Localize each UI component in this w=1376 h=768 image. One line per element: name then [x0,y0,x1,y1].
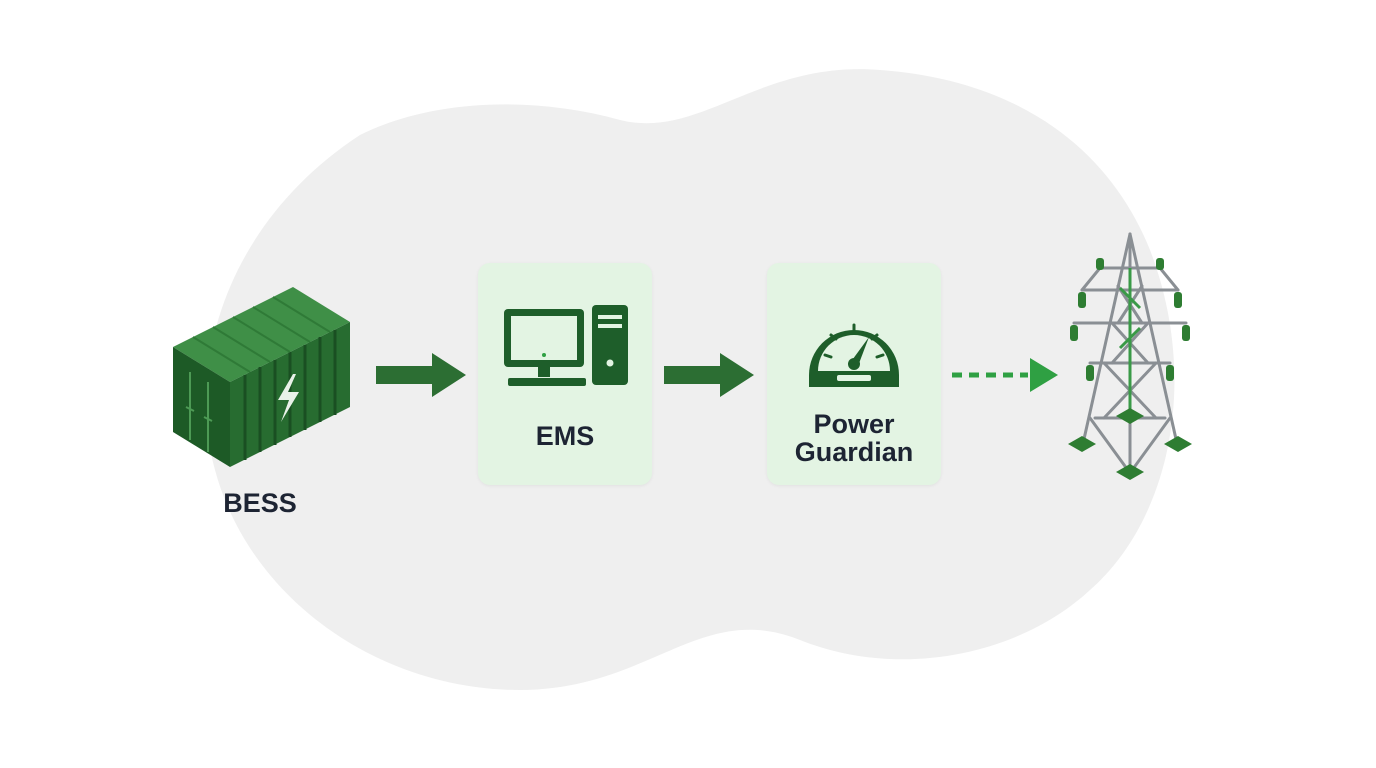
computer-icon [504,305,628,386]
power-guardian-label-line2: Guardian [794,437,914,467]
arrow-bess-to-ems [376,353,466,397]
ems-node: EMS [478,263,652,485]
bess-label: BESS [223,488,297,518]
ems-label: EMS [535,421,595,451]
transmission-tower-icon [1068,232,1192,480]
power-guardian-label-line1: Power [813,409,895,439]
battery-container-icon [173,287,350,467]
power-guardian-node: Power Guardian [767,263,941,485]
arrow-power-guardian-to-grid [952,358,1058,392]
gauge-icon [809,323,899,387]
arrow-ems-to-power-guardian [664,353,754,397]
